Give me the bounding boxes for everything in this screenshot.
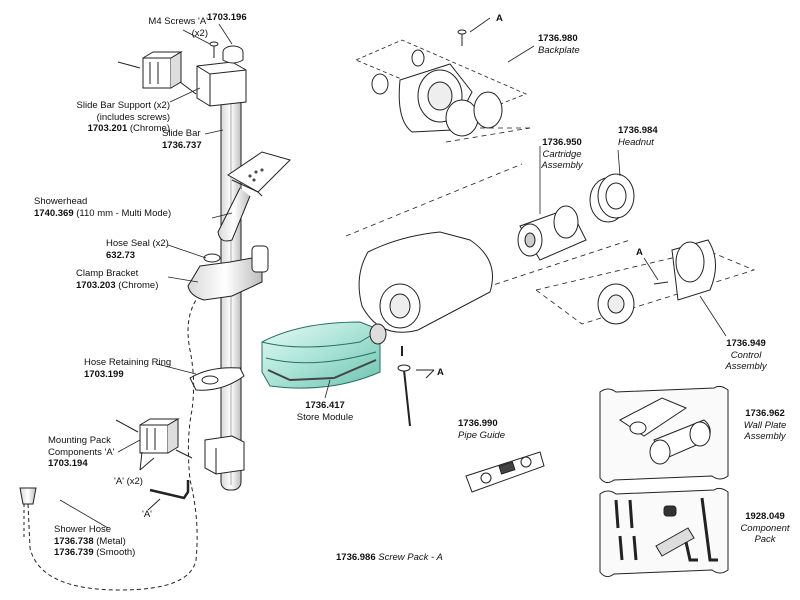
shower-hose-metal-code: 1736.738 <box>54 535 94 547</box>
cartridge-code: 1736.950 <box>542 137 582 148</box>
control-name-2: Assembly <box>725 361 767 372</box>
m4-screw-drawing <box>209 41 219 58</box>
clamp-bracket-name: Clamp Bracket <box>76 268 139 279</box>
valve-body-drawing <box>358 231 493 333</box>
hose-retaining-ring-drawing <box>189 367 245 391</box>
label-a-screws: A <box>437 367 444 378</box>
label-hose-seal: Hose Seal (x2) 632.73 <box>106 238 169 261</box>
backplate-drawing <box>371 29 503 137</box>
slide-bar-support-top-drawing <box>196 45 247 107</box>
label-headnut: 1736.984 Headnut <box>618 125 658 148</box>
shower-hose-name: Shower Hose <box>54 524 112 535</box>
leader-lines-right <box>324 17 727 399</box>
showerhead-note: (110 mm - Multi Mode) <box>76 207 172 219</box>
wall-plug-block-top-drawing <box>117 51 197 95</box>
label-a-control: A <box>636 247 643 258</box>
backplate-panel <box>354 39 528 113</box>
label-screw-pack: 1736.986 Screw Pack - A <box>336 552 443 564</box>
label-shower-hose: Shower Hose 1736.738 (Metal) 1736.739 (S… <box>54 524 135 559</box>
label-a-single: 'A' <box>142 509 152 520</box>
slide-bar-support-bottom-drawing <box>204 435 245 475</box>
label-m4-screws: M4 Screws 'A' (x2) <box>118 16 208 39</box>
mounting-pack-drawing <box>115 418 193 511</box>
wall-plate-drawing <box>619 397 711 465</box>
hose-seal-name: Hose Seal (x2) <box>106 238 169 249</box>
pipe-guide-name: Pipe Guide <box>458 429 506 441</box>
cartridge-name-1: Cartridge <box>542 148 582 160</box>
showerhead-code: 1740.369 <box>34 207 74 219</box>
m4-screws-qty: (x2) <box>191 27 208 39</box>
hose-seal-code: 632.73 <box>106 249 136 261</box>
component-code: 1928.049 <box>745 511 785 522</box>
component-pack-drawing <box>614 497 718 562</box>
label-showerhead: Showerhead 1740.369 (110 mm - Multi Mode… <box>34 196 171 219</box>
pipe-guide-code: 1736.990 <box>458 418 498 429</box>
slide-bar-support-name: Slide Bar Support (x2) <box>76 100 170 111</box>
headnut-drawing <box>589 173 635 223</box>
store-screws-drawing <box>397 346 435 427</box>
component-pack-box <box>599 487 729 578</box>
store-module-drawing <box>261 321 387 389</box>
cartridge-drawing <box>517 205 587 261</box>
cartridge-name-2: Assembly <box>541 160 583 171</box>
wall-plate-name-2: Assembly <box>744 431 786 442</box>
label-clamp-bracket: Clamp Bracket 1703.203 (Chrome) <box>76 268 158 291</box>
label-component-pack: 1928.049 Component Pack <box>734 511 796 546</box>
showerhead-name: Showerhead <box>34 196 88 207</box>
hose-ring-name: Hose Retaining Ring <box>84 357 172 368</box>
wall-plate-code: 1736.962 <box>745 408 785 419</box>
wall-plate-name-1: Wall Plate <box>743 419 787 431</box>
shower-hose-smooth-code: 1736.739 <box>54 547 94 558</box>
headnut-name: Headnut <box>618 136 654 148</box>
clamp-bracket-finish: (Chrome) <box>118 279 159 291</box>
label-backplate: 1736.980 Backplate <box>538 33 580 56</box>
pipe-guide-drawing <box>465 451 545 493</box>
shower-hose-metal: (Metal) <box>96 535 126 547</box>
label-pipe-guide: 1736.990 Pipe Guide <box>458 418 505 441</box>
shower-hose-smooth: (Smooth) <box>96 547 136 558</box>
label-store-module: 1736.417 Store Module <box>280 400 370 423</box>
control-panel <box>535 249 756 325</box>
clamp-bracket-drawing <box>187 245 269 301</box>
backplate-name: Backplate <box>538 44 580 56</box>
mounting-pack-code: 1703.194 <box>48 458 88 469</box>
slide-bar-name: Slide Bar <box>162 128 201 139</box>
headnut-code: 1736.984 <box>618 125 658 136</box>
slide-bar-support-code: 1703.201 <box>87 123 128 134</box>
label-cartridge: 1736.950 Cartridge Assembly <box>522 137 602 172</box>
slide-bar-code: 1736.737 <box>162 139 202 151</box>
backplate-code: 1736.980 <box>538 33 578 44</box>
store-name: Store Module <box>296 411 354 423</box>
m4-screws-name: M4 Screws 'A' <box>148 16 208 27</box>
slide-bar-support-note: (includes screws) <box>96 111 170 123</box>
control-drawing <box>597 239 716 325</box>
shower-hose-drawing <box>19 299 198 591</box>
slide-bar-support-finish: (Chrome) <box>129 123 170 134</box>
store-code: 1736.417 <box>305 400 345 411</box>
label-mounting-pack: Mounting Pack Components 'A' 1703.194 <box>48 435 114 470</box>
mounting-pack-name: Mounting Pack <box>48 435 111 446</box>
label-a-x2: 'A' (x2) <box>114 476 143 487</box>
label-1703-196: 1703.196 <box>207 12 247 23</box>
cartridge-panel <box>345 163 631 291</box>
screw-pack-name: Screw Pack - A <box>378 552 443 563</box>
control-name-1: Control <box>730 349 762 361</box>
component-name-2: Pack <box>754 534 776 545</box>
label-hose-retaining-ring: Hose Retaining Ring 1703.199 <box>84 357 171 380</box>
wall-plate-box <box>599 385 729 484</box>
showerhead-drawing <box>217 151 291 242</box>
leader-lines-left <box>59 23 233 529</box>
clamp-bracket-code: 1703.203 <box>76 279 116 291</box>
component-name-1: Component <box>740 522 790 534</box>
label-slide-bar: Slide Bar 1736.737 <box>162 128 202 151</box>
label-control-assembly: 1736.949 Control Assembly <box>712 338 780 373</box>
screw-pack-code: 1736.986 <box>336 552 376 563</box>
label-slide-bar-support: Slide Bar Support (x2) (includes screws)… <box>40 100 170 135</box>
label-wall-plate: 1736.962 Wall Plate Assembly <box>734 408 796 443</box>
label-a-top: A <box>496 13 503 24</box>
hose-ring-code: 1703.199 <box>84 368 124 380</box>
control-code: 1736.949 <box>726 338 766 349</box>
mounting-pack-name-2: Components 'A' <box>48 446 115 458</box>
